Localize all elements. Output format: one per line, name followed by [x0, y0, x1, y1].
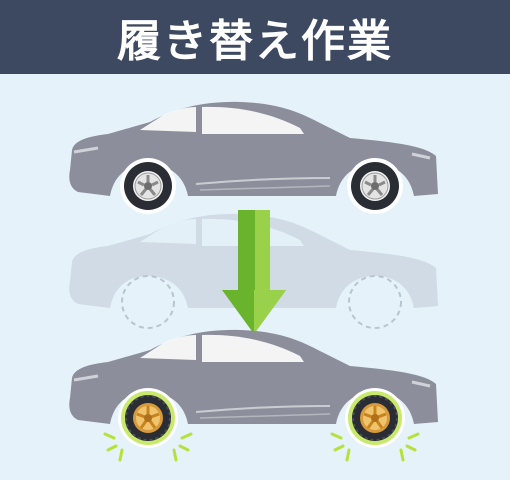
empty-wheel-front [121, 275, 175, 329]
sparkle-icon [172, 432, 193, 462]
title-banner: 履き替え作業 [0, 0, 510, 74]
car-after [69, 329, 439, 462]
sparkle-icon [399, 432, 420, 462]
tire-rear-icon [349, 160, 401, 212]
tire-front-icon [122, 160, 174, 212]
new-tire-rear-icon [346, 389, 404, 447]
car-ghost [69, 213, 439, 329]
car-before [69, 101, 439, 214]
tire-change-illustration [69, 101, 439, 462]
sparkle-icon [330, 432, 351, 462]
down-arrow-icon [222, 210, 286, 334]
page-title: 履き替え作業 [117, 16, 393, 67]
new-tire-front-icon [119, 389, 177, 447]
sparkle-icon [103, 432, 124, 462]
empty-wheel-rear [348, 275, 402, 329]
